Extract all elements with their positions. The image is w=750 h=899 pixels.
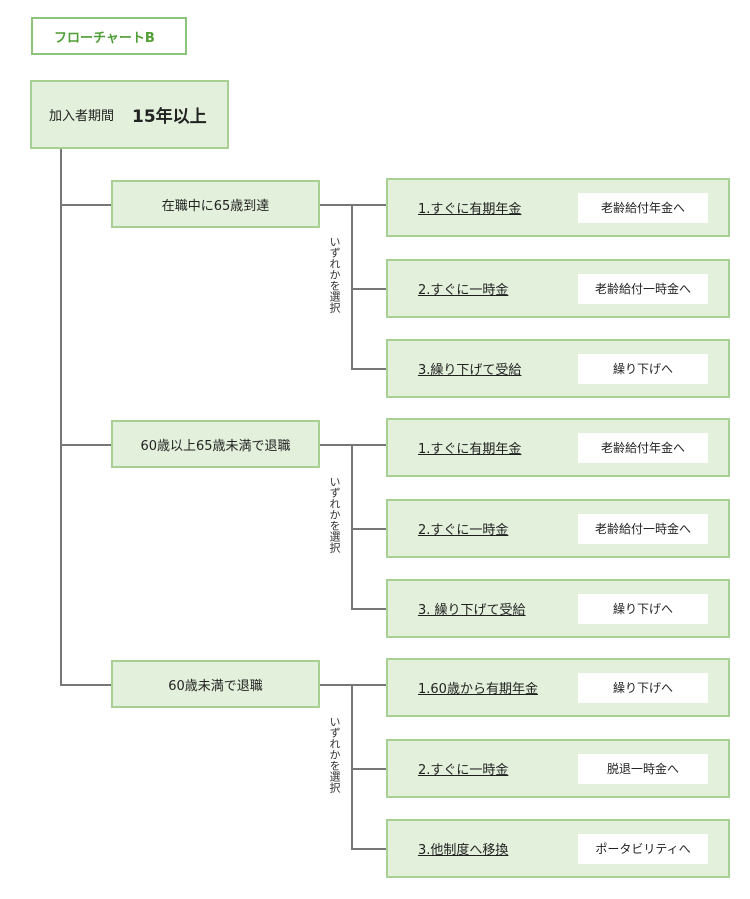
option-link[interactable]: 2.すぐに一時金 xyxy=(418,763,509,778)
group3-h-out xyxy=(320,684,386,686)
condition-node-3: 60歳未満で退職 xyxy=(111,660,320,708)
group2-h-opt3 xyxy=(351,608,386,610)
group3-h-opt2 xyxy=(351,768,386,770)
option-node-1-1: 1.すぐに有期年金 老齢給付年金へ xyxy=(386,178,730,237)
root-value: 15年以上 xyxy=(132,107,207,127)
destination-button[interactable]: 老齢給付一時金へ xyxy=(578,513,708,544)
choose-label-3: いずれかを選択 xyxy=(328,716,341,793)
option-link[interactable]: 3.繰り下げて受給 xyxy=(418,363,522,378)
root-node: 加入者期間 15年以上 xyxy=(30,80,229,149)
group2-v-split xyxy=(351,444,353,610)
option-link[interactable]: 3.他制度へ移換 xyxy=(418,843,509,858)
option-node-2-1: 1.すぐに有期年金 老齢給付年金へ xyxy=(386,418,730,477)
option-link[interactable]: 3. 繰り下げて受給 xyxy=(418,603,526,618)
group1-v-split xyxy=(351,204,353,370)
trunk-line xyxy=(60,149,62,686)
destination-button[interactable]: ポータビリティへ xyxy=(578,833,708,864)
group1-h-out xyxy=(320,204,386,206)
branch-line-3 xyxy=(60,684,111,686)
branch-line-2 xyxy=(60,444,111,446)
option-node-2-3: 3. 繰り下げて受給 繰り下げへ xyxy=(386,579,730,638)
option-link[interactable]: 1.60歳から有期年金 xyxy=(418,682,538,697)
group2-h-opt2 xyxy=(351,528,386,530)
destination-button[interactable]: 老齢給付年金へ xyxy=(578,432,708,463)
choose-label-1: いずれかを選択 xyxy=(328,236,341,313)
option-node-1-2: 2.すぐに一時金 老齢給付一時金へ xyxy=(386,259,730,318)
group1-h-opt2 xyxy=(351,288,386,290)
condition-node-2: 60歳以上65歳未満で退職 xyxy=(111,420,320,468)
option-link[interactable]: 1.すぐに有期年金 xyxy=(418,442,522,457)
destination-button[interactable]: 繰り下げへ xyxy=(578,593,708,624)
root-label: 加入者期間 xyxy=(49,109,115,124)
choose-label-2: いずれかを選択 xyxy=(328,476,341,553)
option-link[interactable]: 1.すぐに有期年金 xyxy=(418,202,522,217)
group3-h-opt3 xyxy=(351,848,386,850)
destination-button[interactable]: 脱退一時金へ xyxy=(578,753,708,784)
group3-v-split xyxy=(351,684,353,850)
group2-h-out xyxy=(320,444,386,446)
option-node-3-2: 2.すぐに一時金 脱退一時金へ xyxy=(386,739,730,798)
destination-button[interactable]: 老齢給付年金へ xyxy=(578,192,708,223)
option-node-2-2: 2.すぐに一時金 老齢給付一時金へ xyxy=(386,499,730,558)
destination-button[interactable]: 老齢給付一時金へ xyxy=(578,273,708,304)
option-link[interactable]: 2.すぐに一時金 xyxy=(418,283,509,298)
group1-h-opt3 xyxy=(351,368,386,370)
destination-button[interactable]: 繰り下げへ xyxy=(578,353,708,384)
condition-node-1: 在職中に65歳到達 xyxy=(111,180,320,228)
option-node-3-3: 3.他制度へ移換 ポータビリティへ xyxy=(386,819,730,878)
destination-button[interactable]: 繰り下げへ xyxy=(578,672,708,703)
option-link[interactable]: 2.すぐに一時金 xyxy=(418,523,509,538)
option-node-1-3: 3.繰り下げて受給 繰り下げへ xyxy=(386,339,730,398)
option-node-3-1: 1.60歳から有期年金 繰り下げへ xyxy=(386,658,730,717)
branch-line-1 xyxy=(60,204,111,206)
flowchart-tag: フローチャートB xyxy=(31,17,187,55)
